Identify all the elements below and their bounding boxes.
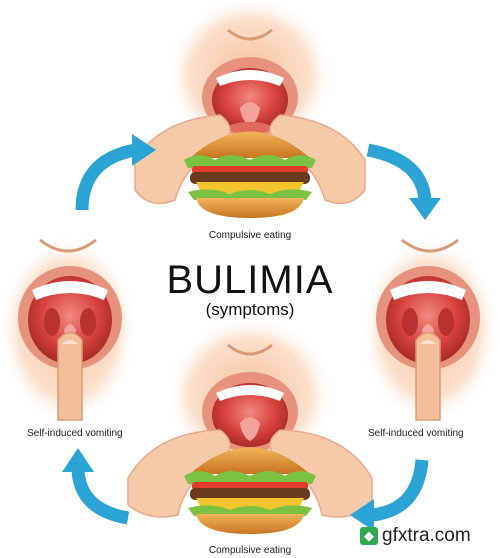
- top-eating-figure: [134, 0, 366, 218]
- burger-icon: [184, 447, 316, 534]
- watermark-text: gfxtra.com: [382, 525, 471, 546]
- watermark: ◆gfxtra.com: [360, 525, 471, 547]
- bottom-eating-figure: [127, 315, 373, 534]
- finger-icon: [415, 331, 441, 421]
- left-vomiting-figure: [0, 235, 138, 425]
- mouth-open-icon: [202, 57, 298, 137]
- caption-top: Compulsive eating: [208, 230, 292, 241]
- caption-bottom: Compulsive eating: [208, 545, 292, 556]
- cycle-arrow-bottom-left: [62, 448, 130, 525]
- caption-left: Self-induced vomiting: [27, 428, 123, 439]
- cycle-arrow-top-left: [75, 134, 156, 211]
- right-vomiting-figure: [360, 235, 500, 425]
- cycle-arrow-top-right: [366, 143, 441, 220]
- finger-icon: [57, 331, 83, 421]
- caption-right: Self-induced vomiting: [368, 428, 464, 439]
- gfx-logo-icon: ◆: [360, 526, 378, 545]
- title: BULIMIA: [166, 258, 334, 302]
- burger-icon: [184, 131, 316, 218]
- cycle-arrow-bottom-right: [350, 459, 429, 531]
- subtitle: (symptoms): [205, 300, 295, 319]
